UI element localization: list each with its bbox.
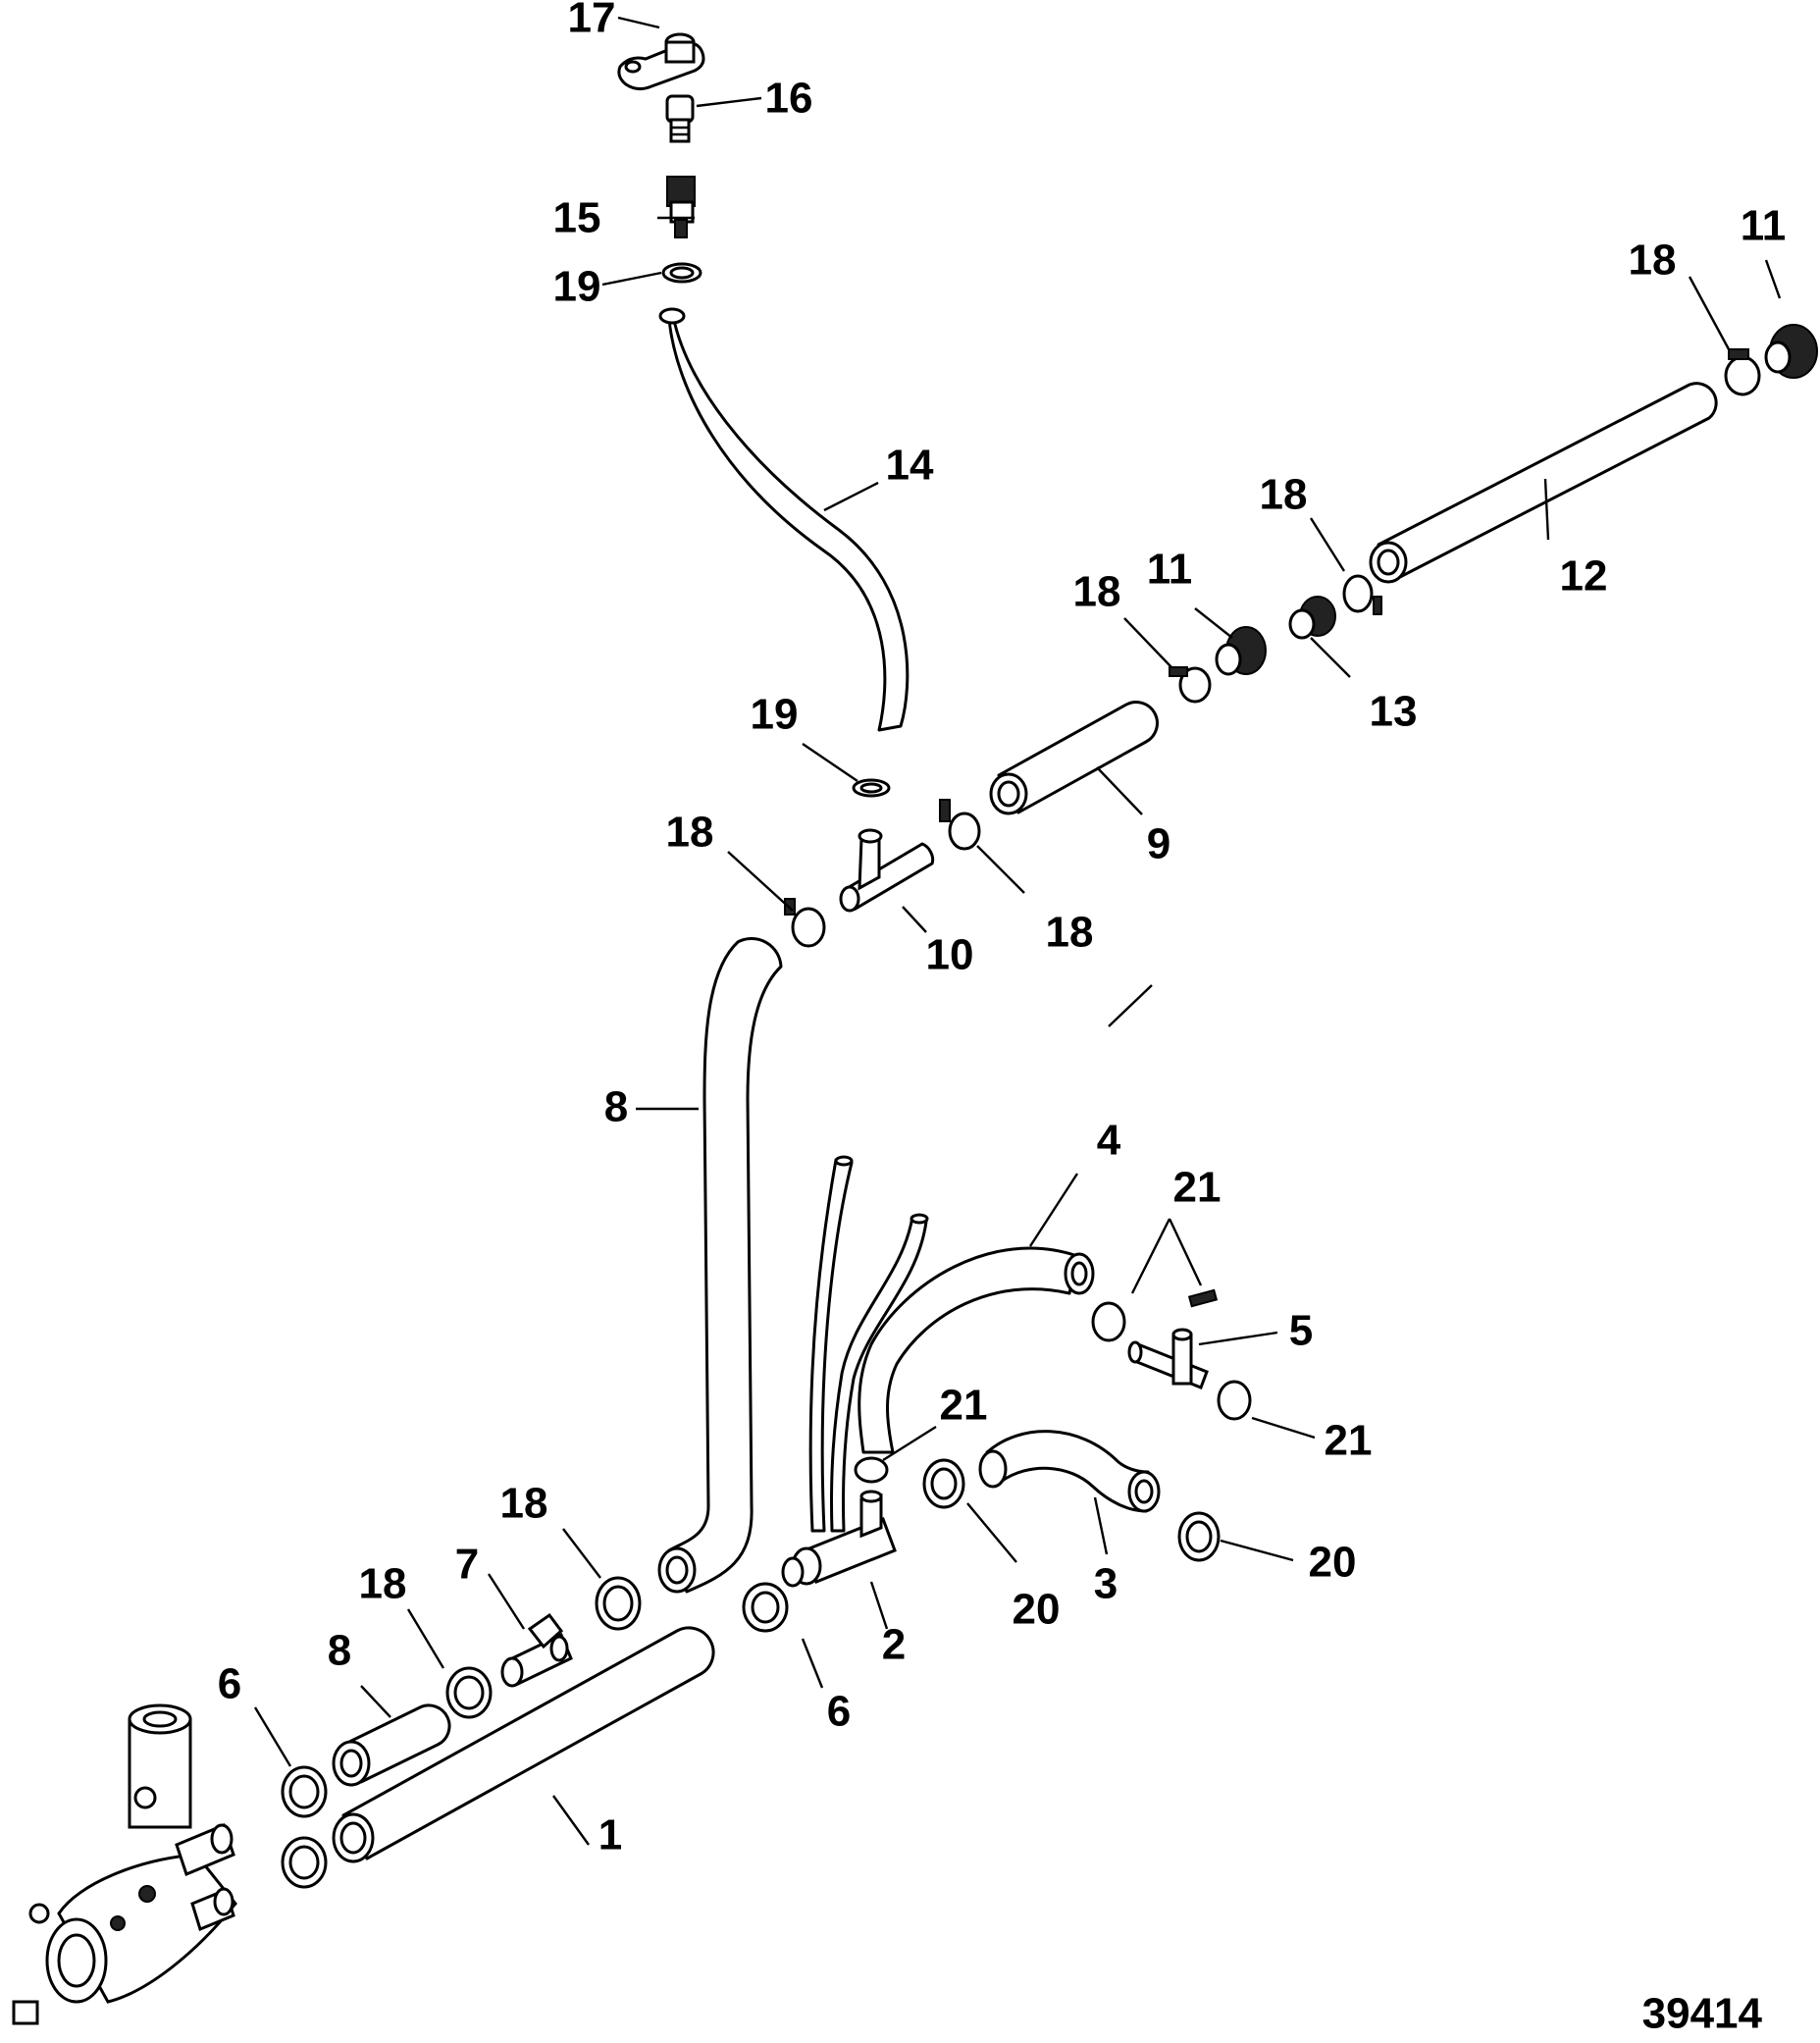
callout-20-a: 20 xyxy=(1013,1586,1061,1634)
clamp-18-top-right xyxy=(1724,348,1761,396)
callout-9: 9 xyxy=(1147,820,1170,868)
callout-1: 1 xyxy=(598,1811,622,1860)
callout-6-mid: 6 xyxy=(827,1688,851,1736)
callout-4: 4 xyxy=(1097,1117,1121,1165)
small-tube-2 xyxy=(829,1213,929,1533)
callout-10: 10 xyxy=(926,931,974,979)
callout-15: 15 xyxy=(553,194,601,242)
callout-21-b: 21 xyxy=(940,1382,988,1430)
hose-3 xyxy=(978,1430,1161,1513)
fitting-11-top-right xyxy=(1764,324,1818,379)
clamp-21-c xyxy=(1217,1380,1252,1421)
callout-13: 13 xyxy=(1370,688,1418,736)
fitting-15 xyxy=(666,176,696,238)
callout-18-a: 18 xyxy=(666,809,714,857)
clamp-18-mid1 xyxy=(1342,574,1382,615)
clip-21-small xyxy=(1187,1288,1219,1308)
callout-18-low2: 18 xyxy=(359,1560,407,1608)
hose-9 xyxy=(989,701,1159,815)
callout-21-a: 21 xyxy=(1173,1164,1222,1212)
pump-assembly xyxy=(12,1703,237,2025)
small-tube-1 xyxy=(808,1155,854,1533)
clamp-6-left-upper xyxy=(281,1765,328,1818)
fitting-7 xyxy=(500,1612,573,1688)
callout-11-top-right: 11 xyxy=(1741,202,1787,250)
clamp-20-a xyxy=(922,1458,965,1509)
callout-8-lower: 8 xyxy=(328,1627,351,1675)
leader-lines xyxy=(253,16,1782,1846)
callout-18-mid2: 18 xyxy=(1073,568,1121,616)
callout-17: 17 xyxy=(568,0,616,42)
hose-12 xyxy=(1369,382,1718,584)
callout-6-left: 6 xyxy=(218,1660,241,1708)
fitting-16 xyxy=(665,94,695,143)
callout-11-mid: 11 xyxy=(1147,546,1193,594)
callout-19-mid: 19 xyxy=(751,691,799,739)
callout-3: 3 xyxy=(1094,1560,1118,1608)
tee-2 xyxy=(781,1490,897,1588)
callout-16: 16 xyxy=(765,75,813,123)
callout-18-low1: 18 xyxy=(500,1480,548,1528)
callout-labels: 17 16 15 19 14 18 11 18 12 18 11 13 19 9… xyxy=(218,0,1787,2038)
callout-2: 2 xyxy=(882,1621,906,1669)
hose-8-lower xyxy=(332,1703,451,1787)
clamp-18-low2 xyxy=(445,1666,493,1719)
callout-8-upper: 8 xyxy=(604,1083,628,1131)
callout-5: 5 xyxy=(1289,1307,1313,1355)
figure-number: 39414 xyxy=(1642,1990,1763,2038)
tee-10 xyxy=(839,828,935,913)
clamp-21-b xyxy=(854,1456,889,1484)
callout-7: 7 xyxy=(455,1541,479,1589)
clamp-19-top xyxy=(661,262,702,284)
clamp-18-b xyxy=(939,799,981,851)
hose-14 xyxy=(658,307,910,732)
hose-1 xyxy=(332,1626,715,1863)
clamp-19-mid xyxy=(852,778,891,798)
callout-18-b: 18 xyxy=(1046,909,1094,957)
callout-20-b: 20 xyxy=(1309,1539,1357,1587)
clamp-21-a xyxy=(1091,1301,1126,1342)
callout-14: 14 xyxy=(886,442,934,490)
tee-5 xyxy=(1127,1328,1209,1389)
callout-12: 12 xyxy=(1560,552,1608,601)
clamp-6-left-lower xyxy=(281,1836,328,1889)
callout-18-mid1: 18 xyxy=(1260,471,1308,519)
fitting-13 xyxy=(1288,596,1336,640)
callout-21-c: 21 xyxy=(1325,1417,1373,1465)
clamp-18-a xyxy=(784,898,826,948)
hose-4 xyxy=(858,1246,1095,1454)
clamp-18-mid2 xyxy=(1169,666,1212,704)
callout-18-top-right: 18 xyxy=(1629,236,1677,285)
clamp-20-b xyxy=(1177,1511,1221,1562)
hose-8-upper xyxy=(657,937,783,1594)
callout-19-top: 19 xyxy=(553,263,601,311)
clamp-6-mid xyxy=(742,1582,789,1633)
cap-17 xyxy=(617,32,705,91)
clamp-18-low1 xyxy=(595,1576,642,1631)
fitting-11-mid xyxy=(1215,626,1267,676)
